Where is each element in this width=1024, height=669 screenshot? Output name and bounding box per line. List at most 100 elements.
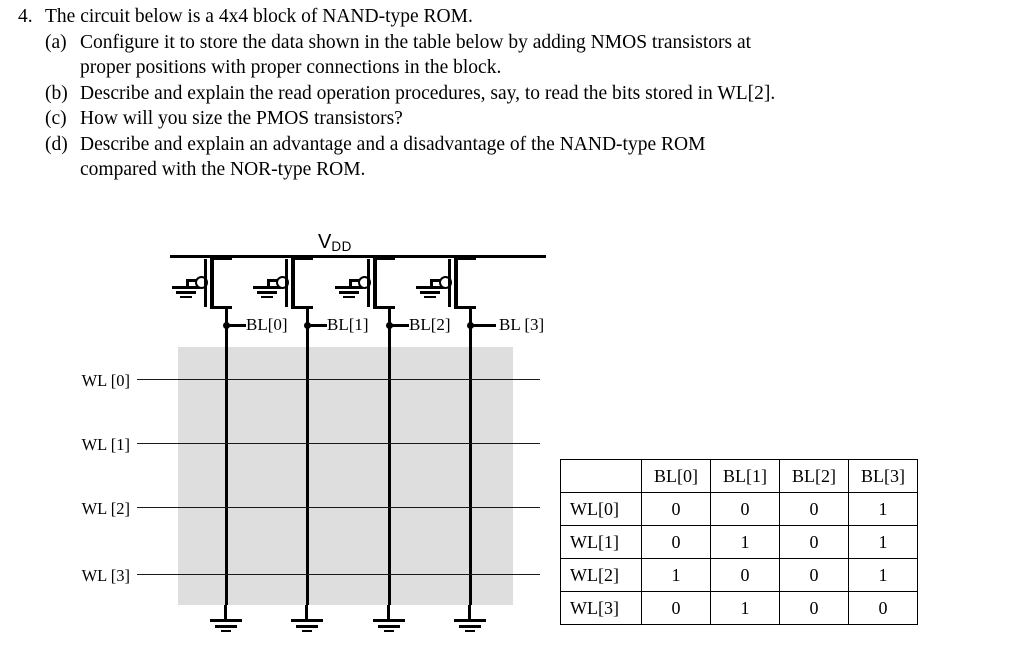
table-cell-wl1-bl3: 1 xyxy=(848,525,918,559)
vdd-rail xyxy=(170,255,546,258)
pmos-gnd-bar-1 xyxy=(172,286,200,289)
part-a-line2: proper positions with proper connections… xyxy=(80,57,502,78)
pmos-source-stub xyxy=(212,257,232,260)
pmos-transistor-bl0 xyxy=(172,257,242,309)
wordline-wire-wl3 xyxy=(137,574,540,576)
part-b-marker: (b) xyxy=(45,82,68,104)
question-part-c: (c) How will you size the PMOS transisto… xyxy=(0,106,1024,132)
pmos-gnd-bar-1 xyxy=(416,286,444,289)
table-cell-wl2-bl0: 1 xyxy=(641,558,711,592)
part-b-line1: Describe and explain the read operation … xyxy=(80,82,776,104)
bitline-tap-dot-bl3 xyxy=(467,322,474,329)
pmos-gnd-bar-3 xyxy=(180,296,192,298)
table-cell-wl1-bl2: 0 xyxy=(779,525,849,559)
table-row: WL[0] 0 0 0 1 xyxy=(560,492,918,526)
table-row-header-wl1: WL[1] xyxy=(560,525,642,559)
bitline-label-bl2: BL[2] xyxy=(409,315,451,334)
table-row: WL[1] 0 1 0 1 xyxy=(560,525,918,559)
pmos-channel-bar xyxy=(373,257,377,309)
pmos-gnd-bar-2 xyxy=(339,291,359,294)
table-cell-wl2-bl3: 1 xyxy=(848,558,918,592)
ground-stem xyxy=(224,605,227,620)
bitline-wire-bl1 xyxy=(306,308,309,605)
pmos-gnd-bar-2 xyxy=(257,291,277,294)
pmos-gate-wire xyxy=(186,279,197,282)
bitline-label-bl0: BL[0] xyxy=(246,315,288,334)
part-c-line1: How will you size the PMOS transistors? xyxy=(80,108,403,129)
ground-bar-3 xyxy=(302,630,312,632)
pmos-gnd-bar-3 xyxy=(424,296,436,298)
question-number: 4. xyxy=(18,6,33,27)
pmos-gate-bar xyxy=(204,259,207,307)
table-column-header-bl3: BL[3] xyxy=(848,459,918,493)
pmos-gate-drop xyxy=(186,279,189,287)
table-corner-cell xyxy=(560,459,642,493)
bitline-leader-bl2 xyxy=(392,324,409,327)
wordline-wire-wl1 xyxy=(137,443,540,445)
ground-stem xyxy=(468,605,471,620)
pmos-drain-stub xyxy=(293,306,313,309)
pmos-gate-wire xyxy=(349,279,360,282)
table-row-header-wl3: WL[3] xyxy=(560,591,642,625)
vdd-text: V xyxy=(318,231,332,253)
vdd-subscript: DD xyxy=(331,239,352,254)
ground-symbol-bl0 xyxy=(209,605,243,632)
pmos-gate-wire xyxy=(430,279,441,282)
question-stem-row: 4. The circuit below is a 4x4 block of N… xyxy=(0,4,1024,30)
ground-stem xyxy=(305,605,308,620)
part-c-marker: (c) xyxy=(45,108,67,129)
bitline-wire-bl3 xyxy=(469,308,472,605)
question-part-a: (a) Configure it to store the data shown… xyxy=(0,30,1024,56)
pmos-gnd-bar-3 xyxy=(261,296,273,298)
pmos-gate-drop xyxy=(349,279,352,287)
table-cell-wl0-bl3: 1 xyxy=(848,492,918,526)
ground-bar-1 xyxy=(454,619,486,622)
pmos-gate-wire xyxy=(267,279,278,282)
vdd-label: VDD xyxy=(318,231,352,254)
wordline-label-wl0: WL [0] xyxy=(81,371,130,390)
table-cell-wl2-bl2: 0 xyxy=(779,558,849,592)
part-d-marker: (d) xyxy=(45,133,68,155)
bitline-leader-bl3 xyxy=(473,324,496,327)
ground-bar-2 xyxy=(296,625,318,628)
question-stem-text: The circuit below is a 4x4 block of NAND… xyxy=(45,6,473,27)
table-row-header-wl2: WL[2] xyxy=(560,558,642,592)
ground-bar-1 xyxy=(373,619,405,622)
table-cell-wl1-bl1: 1 xyxy=(710,525,780,559)
part-d-line1: Describe and explain an advantage and a … xyxy=(80,133,706,155)
pmos-source-stub xyxy=(293,257,313,260)
wordline-label-wl1: WL [1] xyxy=(81,435,130,454)
pmos-gate-bar xyxy=(448,259,451,307)
bitline-label-bl1: BL[1] xyxy=(327,315,369,334)
pmos-channel-bar xyxy=(291,257,295,309)
bitline-leader-bl1 xyxy=(310,324,327,327)
pmos-gnd-bar-3 xyxy=(343,296,355,298)
table-row-header-wl0: WL[0] xyxy=(560,492,642,526)
table-column-header-bl2: BL[2] xyxy=(779,459,849,493)
pmos-gate-drop xyxy=(430,279,433,287)
ground-stem xyxy=(387,605,390,620)
table-header-row: BL[0] BL[1] BL[2] BL[3] xyxy=(560,459,918,493)
table-cell-wl1-bl0: 0 xyxy=(641,525,711,559)
ground-symbol-bl3 xyxy=(453,605,487,632)
bitline-leader-bl0 xyxy=(229,324,246,327)
table-row: WL[3] 0 1 0 0 xyxy=(560,591,918,625)
bitline-label-bl3: BL [3] xyxy=(499,315,545,334)
wordline-wire-wl0 xyxy=(137,379,540,381)
ground-bar-1 xyxy=(210,619,242,622)
question-part-d: (d) Describe and explain an advantage an… xyxy=(0,132,1024,158)
table-cell-wl0-bl1: 0 xyxy=(710,492,780,526)
table-cell-wl3-bl0: 0 xyxy=(641,591,711,625)
table-cell-wl3-bl1: 1 xyxy=(710,591,780,625)
pmos-gnd-bar-1 xyxy=(335,286,363,289)
pmos-drain-stub xyxy=(212,306,232,309)
pmos-drain-stub xyxy=(456,306,476,309)
bitline-tap-dot-bl2 xyxy=(386,322,393,329)
pmos-gate-bar xyxy=(285,259,288,307)
pmos-transistor-bl2 xyxy=(335,257,405,309)
pmos-gnd-bar-2 xyxy=(420,291,440,294)
pmos-channel-bar xyxy=(210,257,214,309)
table-cell-wl0-bl0: 0 xyxy=(641,492,711,526)
part-d-line2: compared with the NOR-type ROM. xyxy=(80,159,366,180)
